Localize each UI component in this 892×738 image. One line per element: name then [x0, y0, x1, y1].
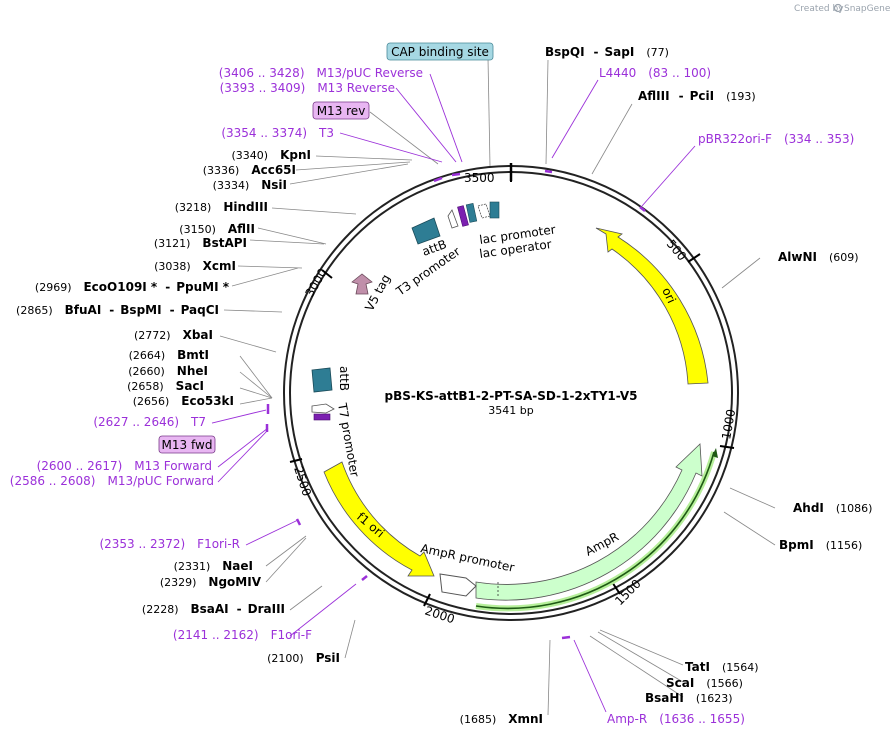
primer-t3: (3354 .. 3374)T3	[221, 126, 334, 140]
primer-l4440: L4440(83 .. 100)	[599, 66, 711, 80]
attb-left-label: attB	[337, 366, 351, 391]
plasmid-length: 3541 bp	[488, 404, 533, 417]
enzyme-acc65i: (3336)Acc65I	[203, 163, 296, 177]
enzyme-afliii-pcii: AflIII-PciI(193)	[638, 89, 756, 103]
enzyme-ecoo109i-ppumi: (2969)EcoO109I *-PpuMI *	[35, 280, 230, 294]
t7-promoter-arrow	[311, 403, 335, 414]
v5-tag-arrow	[351, 273, 373, 295]
enzyme-bpmi: BpmI(1156)	[779, 538, 862, 552]
enzyme-hindiii: (3218)HindIII	[175, 200, 268, 214]
t7-primer-mark	[313, 413, 331, 421]
enzyme-ahdi: AhdI(1086)	[793, 501, 872, 515]
small-attb-mark	[465, 203, 478, 223]
enzyme-nsii: (3334)NsiI	[213, 178, 287, 192]
enzyme-bsahi: BsaHI(1623)	[645, 691, 732, 705]
enzyme-naei: (2331)NaeI	[174, 559, 253, 573]
enzyme-xmni: (1685)XmnI	[460, 712, 543, 726]
tick-label-3500: 3500	[464, 171, 495, 185]
lac-operator-mark	[489, 201, 500, 219]
t3-promoter-arrow	[447, 209, 459, 229]
enzyme-aflii: (3150)AflII	[179, 222, 255, 236]
cap-binding-site-label: CAP binding site	[391, 45, 489, 59]
primer-m13-puc-forward: (2586 .. 2608)M13/pUC Forward	[10, 474, 214, 488]
enzyme-bspqi-sapi: BspQI-SapI(77)	[545, 45, 669, 59]
watermark-brand: SnapGene	[844, 4, 891, 14]
enzyme-nhei: (2660)NheI	[128, 364, 208, 378]
enzyme-bstapi: (3121)BstAPI	[154, 236, 247, 250]
primer-pbr322ori-f: pBR322ori-F(334 .. 353)	[698, 132, 854, 146]
f1-ori-feature	[323, 461, 435, 577]
ampr-promoter-label: AmpR promoter	[419, 541, 515, 575]
tick-label-2000: 2000	[423, 604, 456, 627]
ampr-promoter-arrow	[439, 573, 477, 597]
primer-marks	[265, 169, 646, 640]
enzyme-leader-lines	[219, 57, 776, 716]
snapgene-logo-icon	[833, 3, 843, 13]
primer-f1ori-r: (2353 .. 2372)F1ori-R	[99, 537, 240, 551]
watermark-prefix: Created by	[794, 4, 844, 14]
t3-promoter-group	[447, 201, 500, 229]
ori-feature	[595, 227, 709, 385]
m13-fwd-label: M13 fwd	[162, 438, 213, 452]
enzyme-tati: TatI(1564)	[685, 660, 759, 674]
plasmid-name: pBS-KS-attB1-2-PT-SA-SD-1-2xTY1-V5	[385, 389, 638, 403]
ampr-track-arrowhead	[712, 448, 718, 458]
cap-binding-site-box	[386, 42, 494, 61]
enzyme-bsaai-draiii: (2228)BsaAI-DraIII	[142, 602, 285, 616]
primer-m13-forward: (2600 .. 2617)M13 Forward	[37, 459, 212, 473]
tick-label-3000: 3000	[302, 266, 329, 299]
tick-label-500: 500	[664, 237, 689, 264]
enzyme-xbai: (2772)XbaI	[134, 328, 213, 342]
primer-amp-r: Amp-R(1636 .. 1655)	[607, 712, 745, 726]
enzyme-kpni: (3340)KpnI	[232, 148, 311, 162]
watermark: Created by SnapGene	[794, 3, 891, 14]
attb-left-marker	[311, 367, 333, 393]
ampr-feature	[475, 443, 703, 601]
tick-label-1000: 1000	[719, 408, 738, 441]
primer-f1ori-f: (2141 .. 2162)F1ori-F	[173, 628, 312, 642]
primer-m13-puc-reverse: (3406 .. 3428)M13/pUC Reverse	[219, 66, 423, 80]
primer-m13-reverse: (3393 .. 3409)M13 Reverse	[220, 81, 395, 95]
enzyme-ngomiv: (2329)NgoMIV	[160, 575, 262, 589]
m13-fwd-box	[158, 435, 216, 454]
lac-promoter-arrow	[477, 203, 491, 219]
enzyme-bfuai-bspmi-paqci: (2865)BfuAI-BspMI-PaqCI	[16, 303, 219, 317]
enzyme-bmti: (2664)BmtI	[129, 348, 209, 362]
enzyme-saci: (2658)SacI	[127, 379, 204, 393]
enzyme-alwni: AlwNI(609)	[778, 250, 859, 264]
m13-rev-label: M13 rev	[317, 104, 366, 118]
primer-t7: (2627 .. 2646)T7	[93, 415, 206, 429]
enzyme-psii: (2100)PsiI	[267, 651, 340, 665]
m13-rev-box	[312, 101, 370, 120]
ampr-primer-track	[475, 451, 715, 610]
enzyme-scai: ScaI(1566)	[666, 676, 743, 690]
ori-label: ori	[659, 285, 678, 305]
tick-label-2500: 2500	[291, 465, 314, 498]
enzyme-eco53ki: (2656)Eco53kI	[133, 394, 234, 408]
primer-leader-lines	[211, 73, 696, 713]
t3-primer-mark	[457, 205, 469, 227]
enzyme-xcmi: (3038)XcmI	[154, 259, 236, 273]
attb-top-marker	[411, 217, 441, 245]
